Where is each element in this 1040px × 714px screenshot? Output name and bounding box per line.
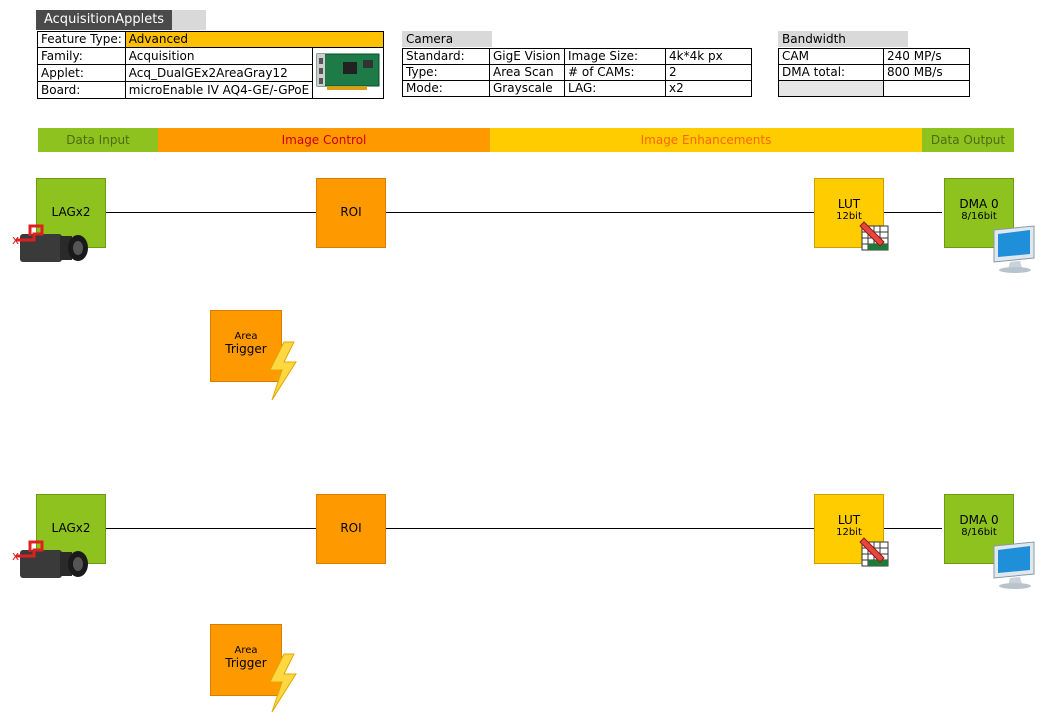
feature-table: Feature Type: Advanced Family: Acquisiti… [37,31,385,99]
pipeline-2-lut-sub: 12bit [836,527,862,538]
bandwidth-tab-shape [778,31,908,47]
camera-title: Camera [406,32,454,46]
camera-count-label: # of CAMs: [564,64,666,81]
pipeline-1-dma-label: DMA 0 [959,197,999,211]
board-icon [316,53,380,90]
applet-value: Acq_DualGEx2AreaGray12 [124,64,314,82]
pipeline-2-lag-label: LAGx2 [51,521,91,535]
pipeline-1-lut-label: LUT [837,197,861,211]
monitor-icon [993,225,1035,273]
board-value: microEnable IV AQ4-GE/-GPoE [124,81,314,99]
pipeline-2-roi-label: ROI [340,521,362,535]
pipeline-2-connector [106,528,942,529]
pipeline-1-dma-sub: 8/16bit [961,211,997,222]
bandwidth-title: Bandwidth [782,32,846,46]
lightning-icon [269,341,297,401]
camera-imagesize-value: 4k*4k px [665,48,752,65]
pipeline-1-lut-box[interactable]: LUT 12bit [814,178,884,248]
pipeline-1-trigger-label: Trigger [225,342,267,356]
svg-text:x: x [12,233,19,247]
feature-type-label: Feature Type: [37,31,126,48]
camera-lag-label: LAG: [564,80,666,97]
pipeline-2-lut-box[interactable]: LUT 12bit [814,494,884,564]
camera-standard-label: Standard: [402,48,490,65]
bandwidth-dma-label: DMA total: [778,64,884,81]
family-value: Acquisition [124,47,314,65]
bandwidth-empty-label [778,80,884,97]
camera-imagesize-label: Image Size: [564,48,666,65]
pipeline-2-lut-label: LUT [837,513,861,527]
camera-type-value: Area Scan [489,64,565,81]
pipeline-1-trigger-top: Area [234,331,258,342]
camera-count-value: 2 [665,64,752,81]
camera-standard-value: GigE Vision [489,48,565,65]
lightning-icon [269,653,297,713]
pipeline-2-trigger-top: Area [234,645,258,656]
applet-label: Applet: [37,64,126,82]
applet-category-tag: AcquisitionApplets [36,10,173,30]
band-data-output: Data Output [922,128,1014,152]
pencil-grid-icon [859,221,889,251]
band-image-enhancements: Image Enhancements [490,128,922,152]
pipeline-2-dma-label: DMA 0 [959,513,999,527]
monitor-icon [993,541,1035,589]
bandwidth-cam-value: 240 MP/s [883,48,970,65]
bandwidth-empty-value [883,80,970,97]
pipeline-1-connector [106,212,942,213]
pipeline-2-trigger-label: Trigger [225,656,267,670]
pipeline-2-trigger-box[interactable]: Area Trigger [210,624,282,696]
svg-text:x: x [12,549,19,563]
family-label: Family: [37,47,126,65]
camera-lag-value: x2 [665,80,752,97]
camera-type-label: Type: [402,64,490,81]
camera-tab-shape [402,31,492,47]
camera-mode-label: Mode: [402,80,490,97]
pencil-grid-icon [859,537,889,567]
bandwidth-table: CAM 240 MP/s DMA total: 800 MB/s [778,48,970,97]
pipeline-1-roi-label: ROI [340,205,362,219]
feature-type-value: Advanced [124,31,385,48]
pipeline-1-roi-box[interactable]: ROI [316,178,386,248]
pipeline-2-dma-box[interactable]: DMA 0 8/16bit [944,494,1014,564]
band-image-control: Image Control [158,128,490,152]
camera-mode-value: Grayscale [489,80,565,97]
pipeline-2-roi-box[interactable]: ROI [316,494,386,564]
bandwidth-dma-value: 800 MB/s [883,64,970,81]
bandwidth-cam-label: CAM [778,48,884,65]
camera-icon: x [12,540,88,578]
band-data-input: Data Input [38,128,158,152]
camera-table: Standard: GigE Vision Image Size: 4k*4k … [402,48,752,97]
pipeline-1-lut-sub: 12bit [836,211,862,222]
board-image-cell [312,47,385,99]
pipeline-2-dma-sub: 8/16bit [961,527,997,538]
camera-icon: x [12,224,88,262]
pipeline-1-lag-label: LAGx2 [51,205,91,219]
board-label: Board: [37,81,126,99]
